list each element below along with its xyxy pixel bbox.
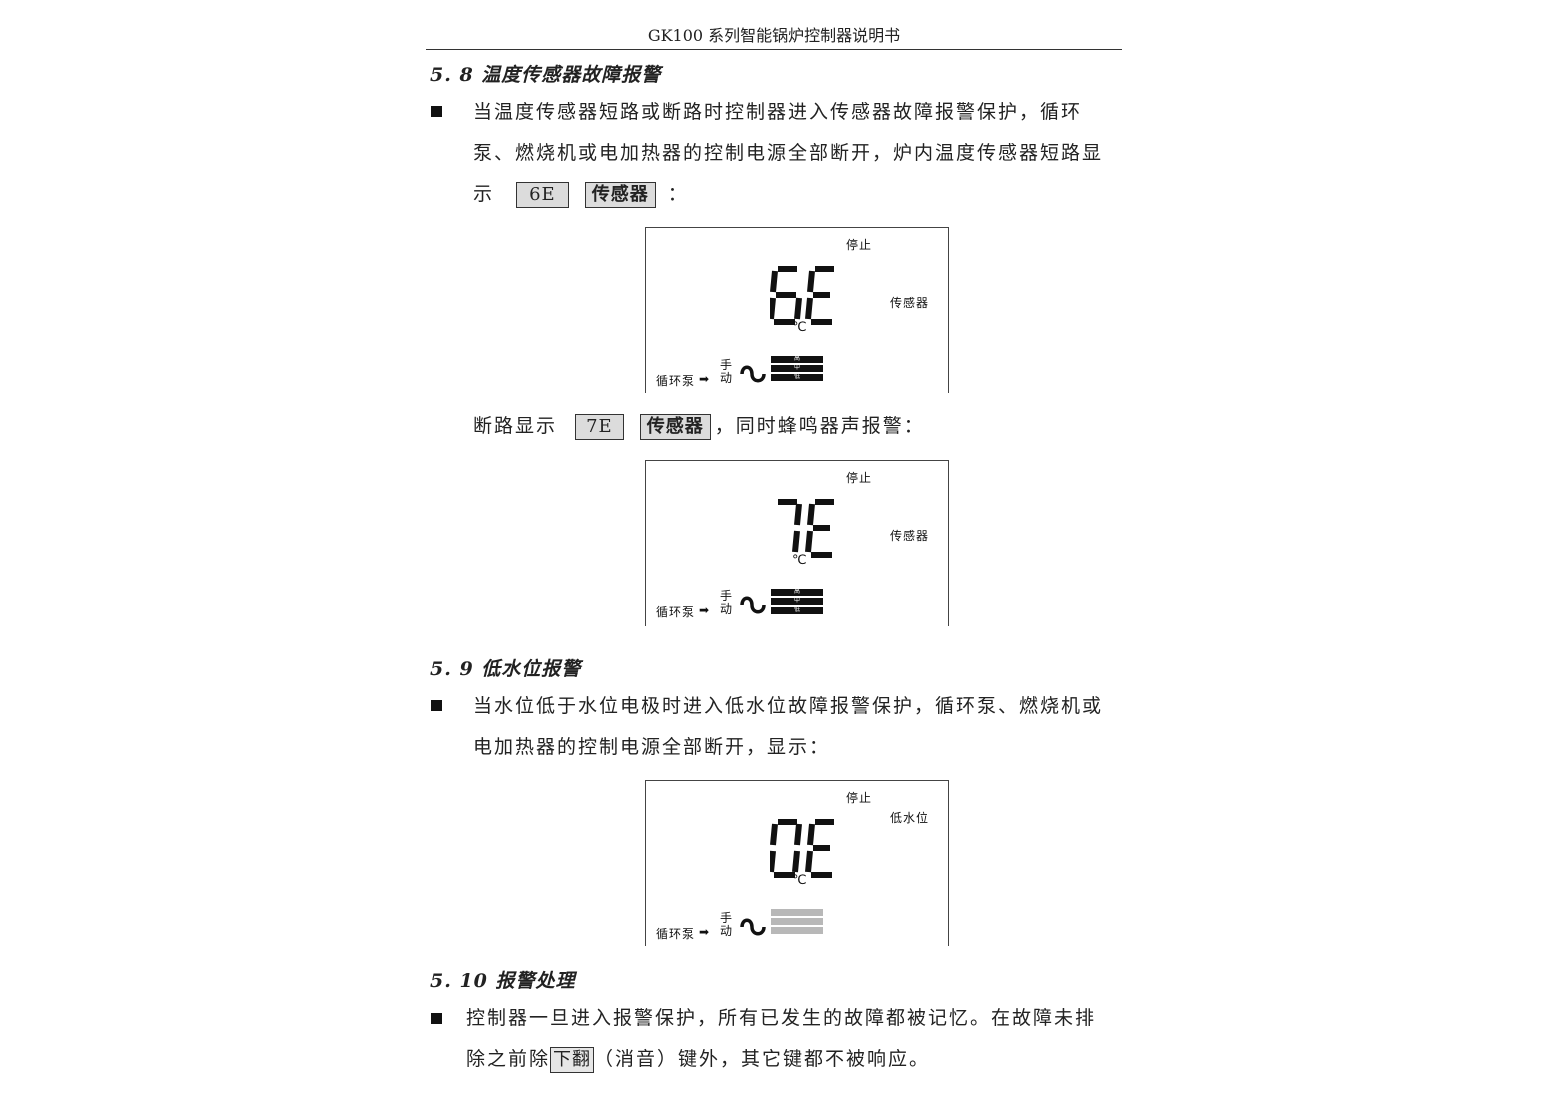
- speed-bar-low: 低: [771, 606, 823, 614]
- bar-label: 中: [793, 597, 800, 604]
- speed-bar-mid: 中: [771, 364, 823, 372]
- status-label: 停止: [846, 791, 873, 805]
- mode-label: 手 动: [720, 590, 733, 616]
- speed-bar-mid: 中: [771, 597, 823, 605]
- display-code-6e-box: 6E: [516, 182, 569, 208]
- speed-bar-low: [771, 927, 823, 934]
- speed-bar-high: [771, 909, 823, 916]
- mode-bottom: 动: [720, 924, 734, 938]
- text: 断路显示: [473, 415, 558, 437]
- text: 除之前除: [466, 1048, 551, 1070]
- bar-label: 高: [793, 588, 800, 595]
- bar-label: 低: [793, 606, 800, 613]
- mode-top: 手: [720, 589, 734, 603]
- fan-icon: [740, 596, 766, 614]
- seven-segment-code: [778, 499, 834, 558]
- fault-label: 传感器: [890, 296, 930, 310]
- section-title-5-9: 5. 9 低水位报警: [430, 658, 582, 680]
- fan-speed-bars: [771, 909, 823, 936]
- mode-top: 手: [720, 358, 734, 372]
- section-title-5-10: 5. 10 报警处理: [430, 970, 576, 992]
- text: （消音）键外，其它键都不被响应。: [594, 1048, 931, 1070]
- status-label: 停止: [846, 238, 873, 252]
- paragraph-5-9: 当水位低于水位电极时进入低水位故障报警保护，循环泵、燃烧机或 电加热器的控制电源…: [473, 686, 1133, 768]
- mode-bottom: 动: [720, 602, 734, 616]
- fault-label: 传感器: [890, 529, 930, 543]
- paragraph-5-8: 当温度传感器短路或断路时控制器进入传感器故障报警保护，循环 泵、燃烧机或电加热器…: [473, 92, 1133, 215]
- paragraph-line: 除之前除下翻（消音）键外，其它键都不被响应。: [466, 1039, 1136, 1080]
- paragraph-line: 示 6E 传感器 ：: [473, 174, 1133, 215]
- mode-bottom: 动: [720, 371, 734, 385]
- text: ，同时蜂鸣器声报警：: [714, 415, 925, 437]
- speed-bar-mid: [771, 918, 823, 925]
- fault-label: 低水位: [890, 811, 930, 825]
- arrow-icon: ➡: [699, 603, 711, 617]
- speed-bar-high: 高: [771, 355, 823, 363]
- celsius-unit: ℃: [792, 320, 808, 335]
- mode-label: 手 动: [720, 912, 733, 938]
- fan-icon: [740, 365, 766, 383]
- paragraph-line: 控制器一旦进入报警保护，所有已发生的故障都被记忆。在故障未排: [466, 1007, 1097, 1029]
- section-title-5-8: 5. 8 温度传感器故障报警: [430, 64, 662, 86]
- mode-top: 手: [720, 911, 734, 925]
- bar-label: 高: [793, 355, 800, 362]
- paragraph-5-10: 控制器一旦进入报警保护，所有已发生的故障都被记忆。在故障未排 除之前除下翻（消音…: [466, 998, 1136, 1080]
- lcd-display-low-water: 停止 低水位 ℃ 循环泵 ➡ 手 动: [645, 780, 949, 946]
- seven-segment-code: [770, 266, 834, 325]
- seven-segment-code: [770, 819, 834, 878]
- text: 示: [473, 183, 495, 205]
- bullet-square: [431, 106, 442, 117]
- speed-bar-high: 高: [771, 588, 823, 596]
- paragraph-open-circuit: 断路显示 7E 传感器，同时蜂鸣器声报警：: [473, 406, 1133, 447]
- speed-bar-low: 低: [771, 373, 823, 381]
- paragraph-line: 泵、燃烧机或电加热器的控制电源全部断开，炉内温度传感器短路显: [473, 142, 1104, 164]
- bullet-square: [431, 700, 442, 711]
- status-label: 停止: [846, 471, 873, 485]
- display-code-7e-box: 7E: [575, 414, 624, 440]
- key-down-box: 下翻: [550, 1047, 595, 1073]
- display-sensor-box: 传感器: [639, 414, 711, 440]
- pump-label: 循环泵: [656, 374, 696, 388]
- paragraph-line: 当温度传感器短路或断路时控制器进入传感器故障报警保护，循环: [473, 101, 1083, 123]
- celsius-unit: ℃: [792, 873, 808, 888]
- paragraph-line: 当水位低于水位电极时进入低水位故障报警保护，循环泵、燃烧机或: [473, 695, 1104, 717]
- mode-label: 手 动: [720, 359, 733, 385]
- celsius-unit: ℃: [792, 553, 808, 568]
- header-rule: [426, 49, 1122, 50]
- pump-label: 循环泵: [656, 605, 696, 619]
- bullet-square: [431, 1013, 442, 1024]
- fan-speed-bars: 高 中 低: [771, 355, 823, 383]
- lcd-display-open: 停止 传感器 ℃ 循环泵 ➡ 手 动 高 中 低: [645, 460, 949, 626]
- lcd-display-short: 停止 传感器 ℃ 循环泵 ➡ 手 动 高 中 低: [645, 227, 949, 393]
- fan-icon: [740, 918, 766, 936]
- bar-label: 低: [793, 373, 800, 380]
- bar-label: 中: [793, 364, 800, 371]
- fan-speed-bars: 高 中 低: [771, 588, 823, 616]
- text: ：: [667, 183, 689, 205]
- document-header: GK100 系列智能锅炉控制器说明书: [647, 26, 901, 45]
- display-sensor-box: 传感器: [584, 182, 656, 208]
- arrow-icon: ➡: [699, 372, 711, 386]
- arrow-icon: ➡: [699, 925, 711, 939]
- pump-label: 循环泵: [656, 927, 696, 941]
- paragraph-line: 电加热器的控制电源全部断开，显示：: [473, 736, 831, 758]
